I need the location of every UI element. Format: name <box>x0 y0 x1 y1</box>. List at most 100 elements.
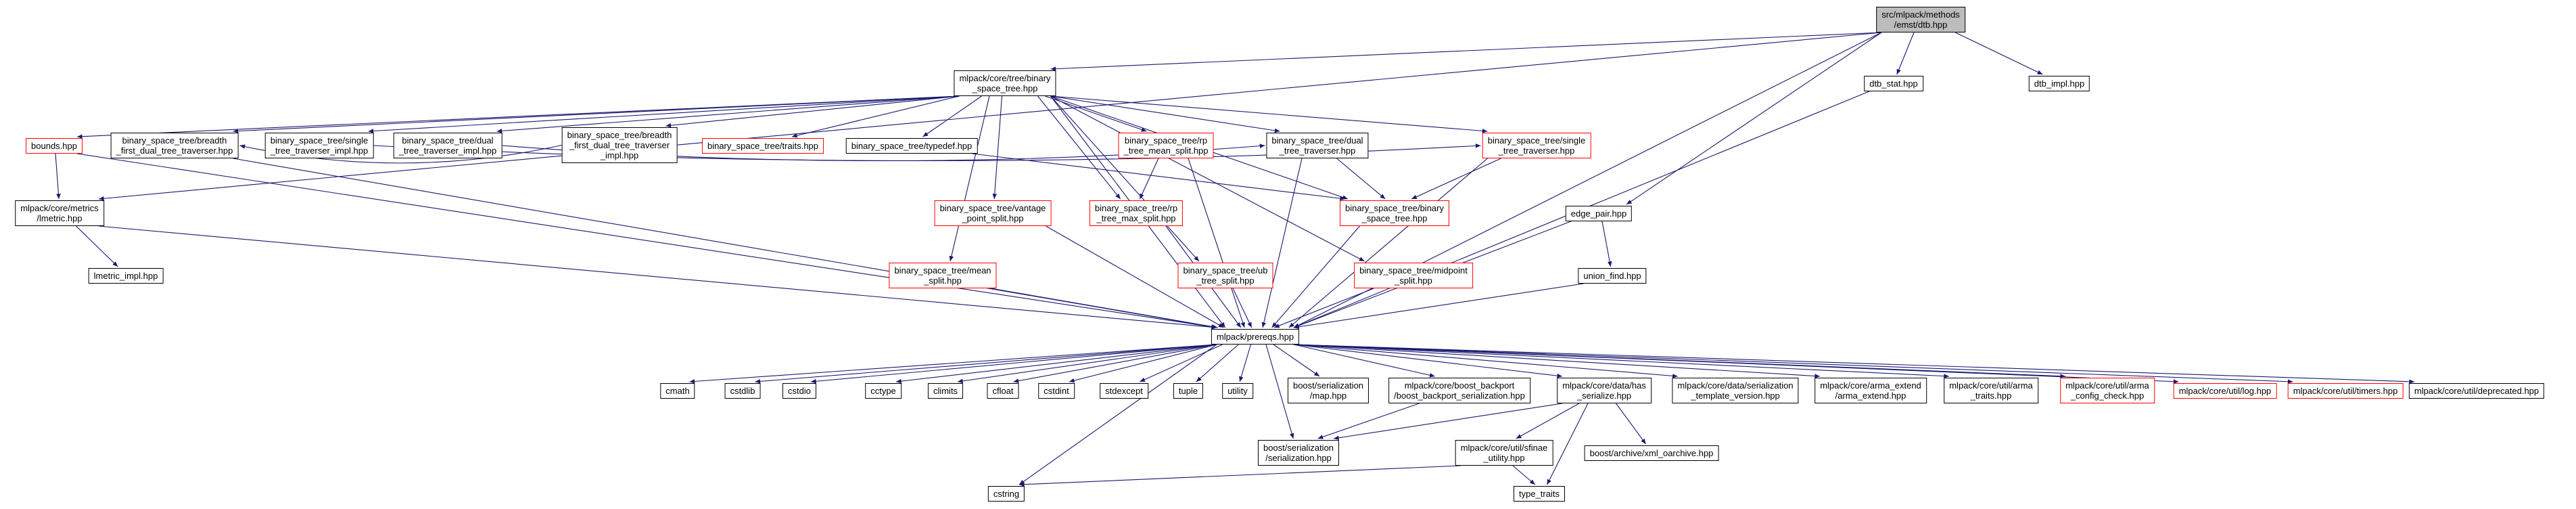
node-label-line: binary_space_tree/typedef.hpp <box>851 141 973 151</box>
graph-node-cctype[interactable]: cctype <box>865 383 901 399</box>
node-label-line: /emst/dtb.hpp <box>1894 20 1948 30</box>
graph-node-timers[interactable]: mlpack/core/util/timers.hpp <box>2287 383 2404 399</box>
graph-node-traits[interactable]: binary_space_tree/traits.hpp <box>701 138 824 154</box>
node-label-line: binary_space_tree/single <box>270 135 369 146</box>
graph-node-arma_traits[interactable]: mlpack/core/util/arma_traits.hpp <box>1944 378 2038 403</box>
graph-node-arma_config[interactable]: mlpack/core/util/arma_config_check.hpp <box>2060 378 2155 403</box>
include-edge-prereqs-to-climits <box>957 344 1217 384</box>
node-label-line: _split.hpp <box>1395 275 1432 286</box>
include-edge-bst_hub-to-stt <box>1050 95 1488 133</box>
graph-node-dtt[interactable]: binary_space_tree/dual_tree_traverser.hp… <box>1266 133 1369 158</box>
node-label-line: dtb_impl.hpp <box>2034 79 2085 89</box>
graph-node-rp_max[interactable]: binary_space_tree/rp_tree_max_split.hpp <box>1089 200 1184 226</box>
node-label-line: binary_space_tree/vantage <box>939 203 1046 213</box>
graph-node-midpoint_split[interactable]: binary_space_tree/midpoint_split.hpp <box>1354 263 1473 288</box>
node-label-line: mlpack/core/util/arma <box>1949 380 2033 391</box>
node-label-line: binary_space_tree/breadth <box>567 130 672 140</box>
graph-node-has_serialize[interactable]: mlpack/core/data/has_serialize.hpp <box>1557 378 1652 403</box>
graph-node-cstdio[interactable]: cstdio <box>782 383 816 399</box>
graph-node-deprecated[interactable]: mlpack/core/util/deprecated.hpp <box>2408 383 2545 399</box>
include-edge-has_serialize-to-ser_ser <box>1333 403 1563 441</box>
node-label-line: boost/archive/xml_oarchive.hpp <box>1589 448 1714 458</box>
node-label-line: mlpack/core/tree/binary <box>959 73 1051 83</box>
graph-node-prereqs[interactable]: mlpack/prereqs.hpp <box>1211 329 1300 345</box>
graph-node-ser_map[interactable]: boost/serialization/map.hpp <box>1287 378 1369 403</box>
graph-node-dtb[interactable]: src/mlpack/methods/emst/dtb.hpp <box>1876 7 1965 32</box>
node-label-line: lmetric_impl.hpp <box>93 271 158 281</box>
include-edge-dtb-to-dtb_impl <box>1955 32 2043 75</box>
graph-node-bst_hub[interactable]: mlpack/core/tree/binary_space_tree.hpp <box>954 70 1056 96</box>
node-label-line: mlpack/core/arma_extend <box>1820 380 1921 391</box>
include-edge-dtt-to-prereqs <box>1261 158 1303 328</box>
node-label-line: cctype <box>870 386 896 396</box>
node-label-line: boost/serialization <box>1292 380 1364 391</box>
include-edge-dtb-to-dtb_stat <box>1896 32 1915 75</box>
graph-node-utility[interactable]: utility <box>1222 383 1253 399</box>
include-edge-bst_hub-to-vp_split <box>992 95 1003 200</box>
graph-node-bfdtt[interactable]: binary_space_tree/breadth_first_dual_tre… <box>110 133 239 158</box>
graph-node-lmetric[interactable]: mlpack/core/metrics/lmetric.hpp <box>15 200 104 226</box>
node-label-line: _serialize.hpp <box>1576 391 1632 401</box>
include-edge-bounds-to-prereqs <box>76 153 1217 330</box>
graph-node-bst_inner[interactable]: binary_space_tree/binary_space_tree.hpp <box>1340 200 1449 226</box>
graph-node-rp_mean[interactable]: binary_space_tree/rp_tree_mean_split.hpp <box>1118 133 1214 158</box>
include-edge-bst_hub-to-bfdtt <box>233 95 960 133</box>
graph-node-tuple[interactable]: tuple <box>1173 383 1204 399</box>
graph-node-vp_split[interactable]: binary_space_tree/vantage_point_split.hp… <box>934 200 1052 226</box>
graph-node-cmath[interactable]: cmath <box>660 383 695 399</box>
include-edge-prereqs-to-ser_map <box>1273 344 1320 377</box>
graph-node-ub_split[interactable]: binary_space_tree/ub_tree_split.hpp <box>1177 263 1273 288</box>
graph-node-mean_split[interactable]: binary_space_tree/mean_split.hpp <box>889 263 997 288</box>
graph-node-stt[interactable]: binary_space_tree/single_tree_traverser.… <box>1482 133 1591 158</box>
node-label-line: _tree_mean_split.hpp <box>1123 146 1209 156</box>
include-edge-prereqs-to-has_serialize <box>1293 344 1563 378</box>
node-label-line: binary_space_tree/breadth <box>122 135 227 146</box>
graph-node-backport[interactable]: mlpack/core/boost_backport/boost_backpor… <box>1388 378 1530 403</box>
include-edge-bfdtt-to-prereqs <box>233 158 1217 329</box>
graph-node-stdexcept[interactable]: stdexcept <box>1100 383 1148 399</box>
include-edge-prereqs-to-cctype <box>895 344 1217 384</box>
node-label-line: _impl.hpp <box>600 150 639 160</box>
node-label-line: cstdlib <box>730 386 755 396</box>
graph-node-cstdint[interactable]: cstdint <box>1038 383 1075 399</box>
include-edge-rp_mean-to-prereqs <box>1188 158 1245 328</box>
node-label-line: mlpack/core/util/timers.hpp <box>2293 386 2398 396</box>
graph-node-sfinae[interactable]: mlpack/core/util/sfinae_utility.hpp <box>1455 440 1553 466</box>
include-edge-prereqs-to-tuple <box>1196 344 1239 382</box>
graph-node-log[interactable]: mlpack/core/util/log.hpp <box>2173 383 2277 399</box>
graph-node-type_traits[interactable]: type_traits <box>1514 486 1565 502</box>
graph-node-cfloat[interactable]: cfloat <box>987 383 1019 399</box>
graph-node-ser_ser[interactable]: boost/serialization/serialization.hpp <box>1257 440 1340 466</box>
graph-node-xml_oarchive[interactable]: boost/archive/xml_oarchive.hpp <box>1584 445 1719 461</box>
include-edge-prereqs-to-log <box>1293 344 2179 384</box>
node-label-line: binary_space_tree/single <box>1487 135 1586 146</box>
include-edge-bst_hub-to-stt_impl <box>368 95 960 133</box>
include-edge-bst_hub-to-traits <box>791 95 960 138</box>
node-label-line: binary_space_tree/rp <box>1094 203 1178 213</box>
graph-node-typedef[interactable]: binary_space_tree/typedef.hpp <box>845 138 978 154</box>
graph-node-lmetric_impl[interactable]: lmetric_impl.hpp <box>88 268 164 284</box>
include-edge-prereqs-to-cstring <box>1018 344 1217 485</box>
node-label-line: src/mlpack/methods <box>1881 9 1960 20</box>
graph-node-union_find[interactable]: union_find.hpp <box>1578 268 1647 284</box>
node-label-line: cstring <box>993 489 1020 499</box>
node-label-line: _tree_traverser_impl.hpp <box>270 146 369 156</box>
include-edge-sfinae-to-type_traits <box>1512 465 1536 485</box>
graph-node-cstdlib[interactable]: cstdlib <box>724 383 761 399</box>
include-edge-has_serialize-to-type_traits <box>1547 403 1589 485</box>
graph-node-ser_template[interactable]: mlpack/core/data/serialization_template_… <box>1672 378 1799 403</box>
graph-node-arma_extend[interactable]: mlpack/core/arma_extend/arma_extend.hpp <box>1814 378 1927 403</box>
graph-node-dtb_stat[interactable]: dtb_stat.hpp <box>1864 76 1923 91</box>
graph-node-dtt_impl[interactable]: binary_space_tree/dual_tree_traverser_im… <box>393 133 502 158</box>
include-edge-sfinae-to-cstring <box>1018 465 1461 487</box>
graph-node-dtb_impl[interactable]: dtb_impl.hpp <box>2028 76 2090 91</box>
graph-node-climits[interactable]: climits <box>927 383 964 399</box>
graph-node-stt_impl[interactable]: binary_space_tree/single_tree_traverser_… <box>264 133 374 158</box>
graph-node-edge_pair[interactable]: edge_pair.hpp <box>1565 206 1633 221</box>
graph-node-cstring[interactable]: cstring <box>987 486 1025 502</box>
node-label-line: /boost_backport_serialization.hpp <box>1394 391 1525 401</box>
graph-node-bounds[interactable]: bounds.hpp <box>26 138 83 154</box>
graph-node-bfdtt_impl[interactable]: binary_space_tree/breadth_first_dual_tre… <box>561 127 678 163</box>
node-label-line: mlpack/prereqs.hpp <box>1216 332 1294 342</box>
